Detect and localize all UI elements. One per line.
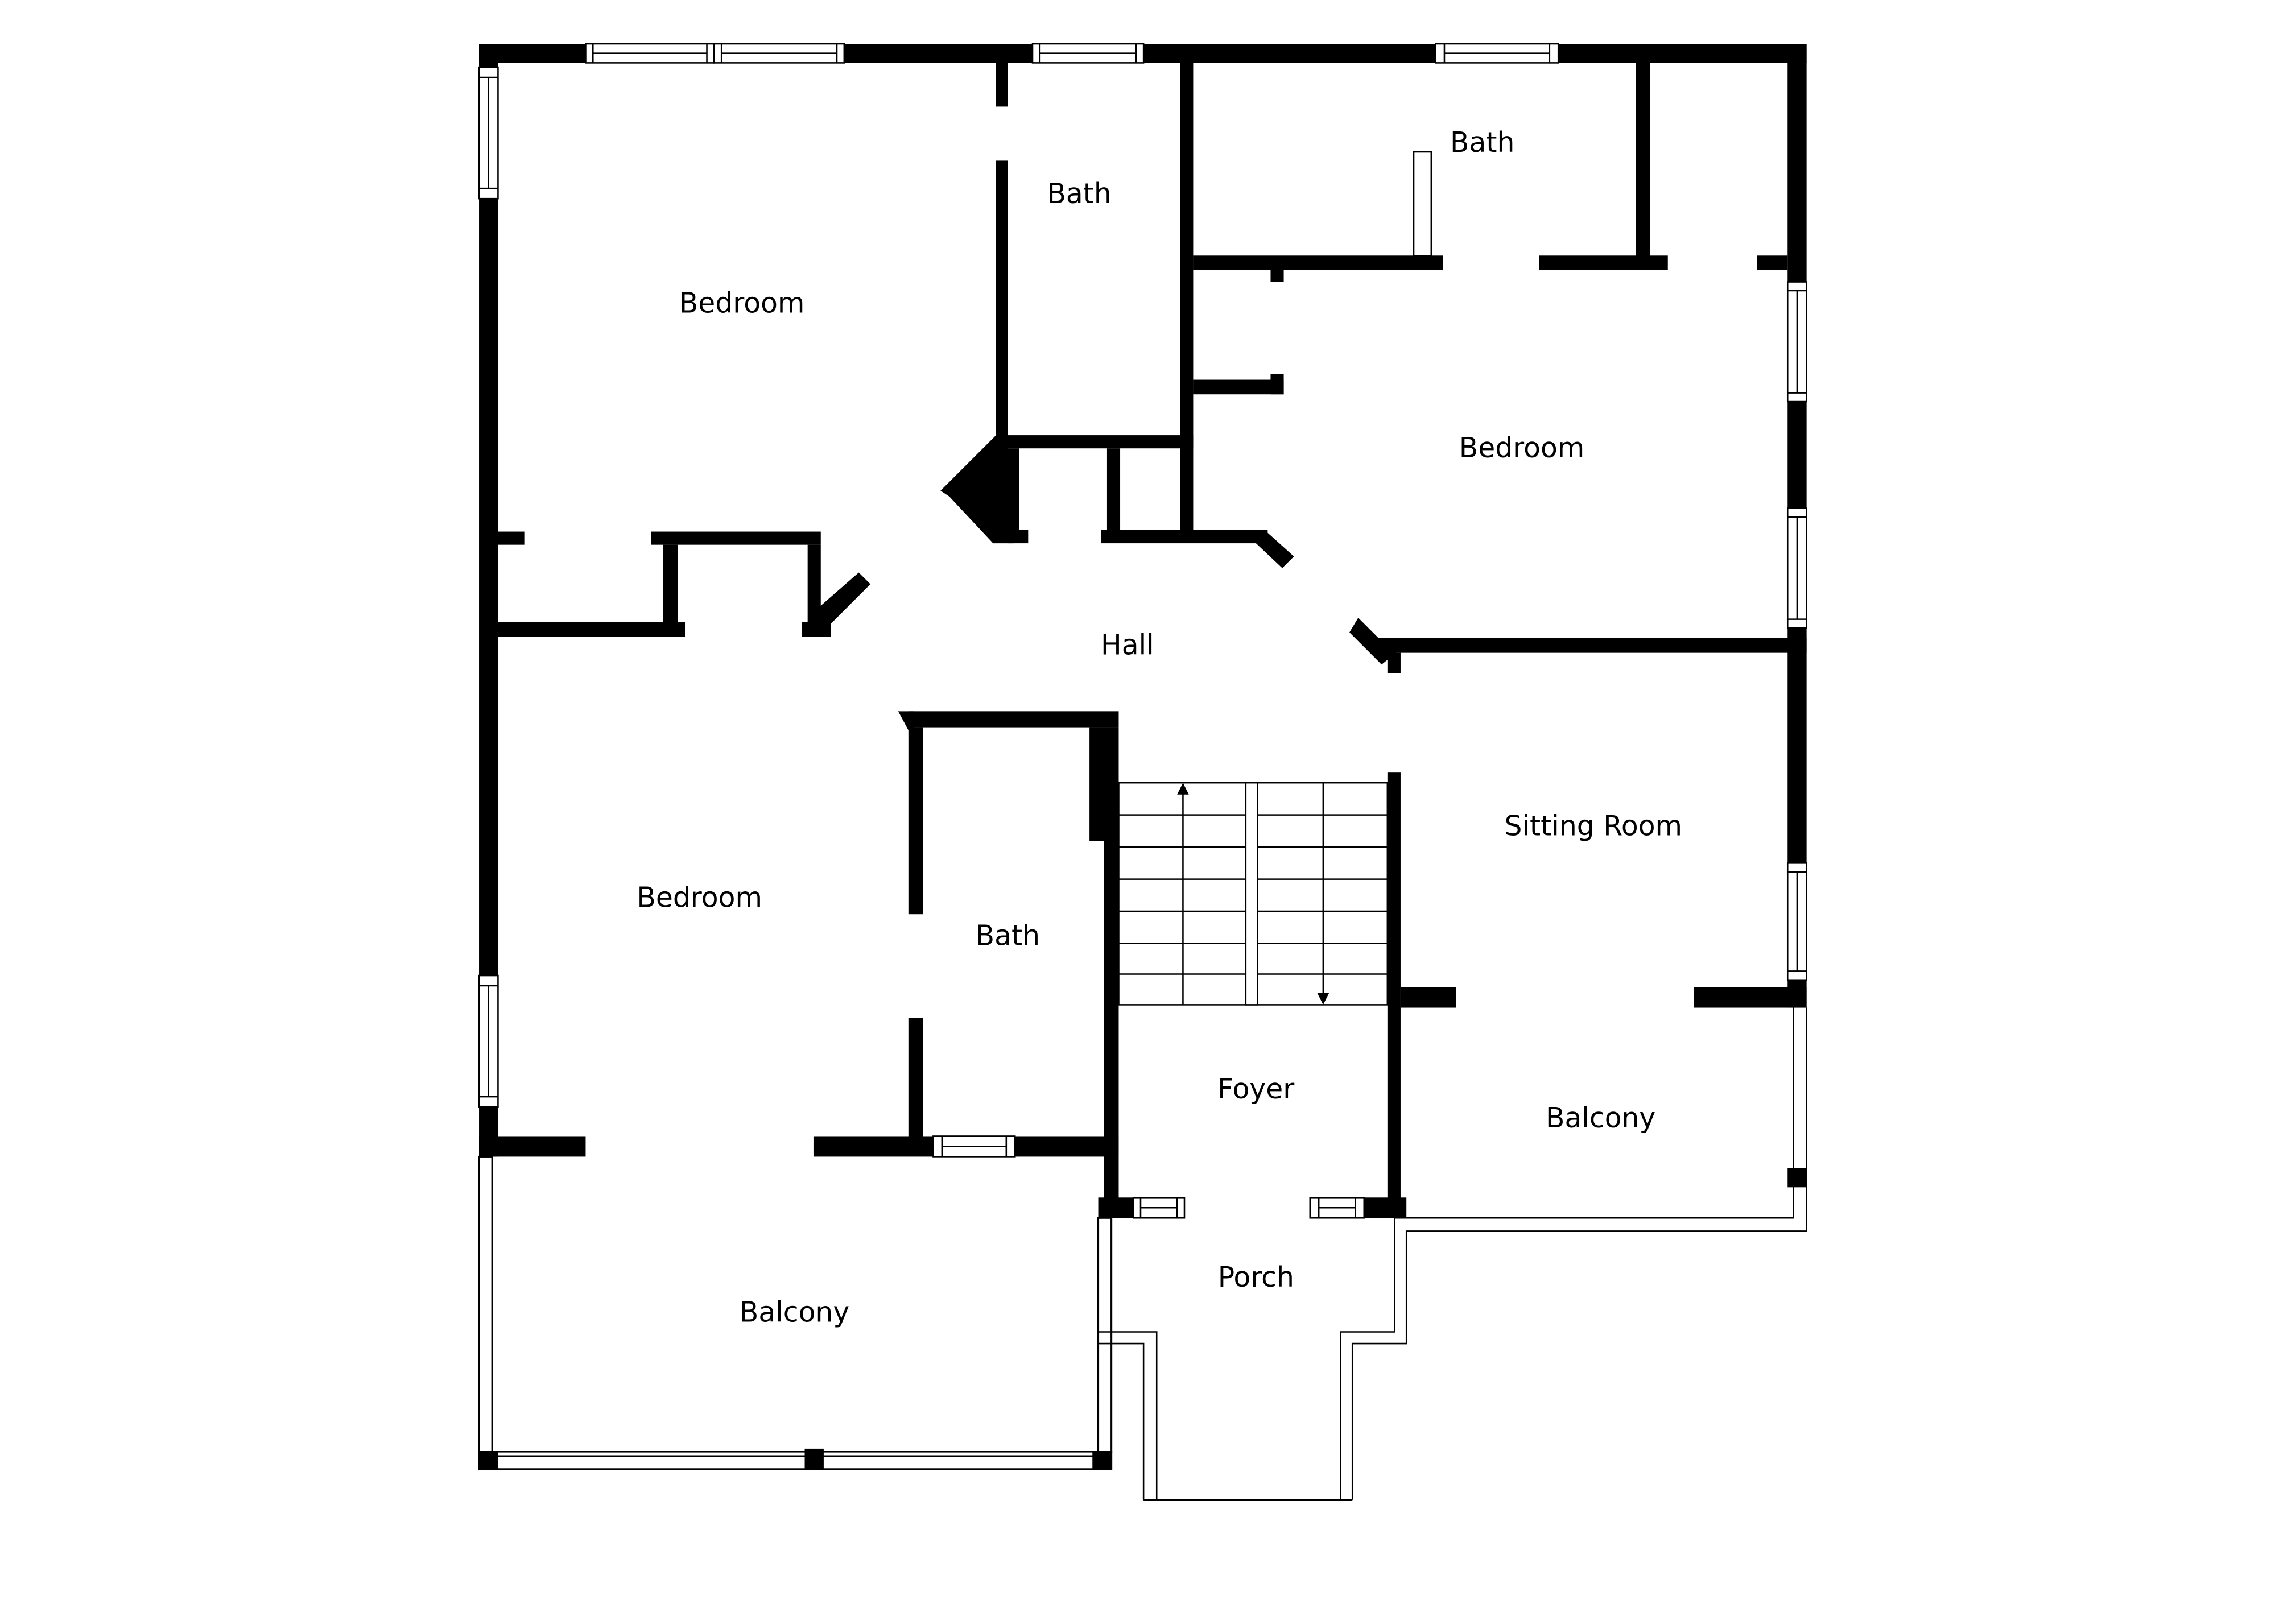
- room-label-bedroom-sw: Bedroom: [637, 882, 762, 914]
- arrow-down-icon: [1317, 993, 1329, 1005]
- room-label-hall: Hall: [1101, 629, 1154, 661]
- left-windows: [478, 66, 499, 1108]
- room-label-bedroom-nw: Bedroom: [679, 287, 805, 320]
- room-label-porch: Porch: [1218, 1261, 1294, 1294]
- room-label-sitting-room: Sitting Room: [1505, 810, 1683, 842]
- staircase: [1118, 782, 1389, 1006]
- outer-walls: [479, 44, 1807, 1157]
- room-label-bath-ne: Bath: [1450, 126, 1514, 159]
- room-labels: Bedroom Bath Bath Bedroom Hall Bedroom B…: [637, 126, 1682, 1329]
- room-label-balcony-sw: Balcony: [740, 1296, 849, 1329]
- porch-railing: [1097, 1007, 1807, 1501]
- arrow-up-icon: [1177, 783, 1189, 795]
- right-windows: [1786, 281, 1807, 981]
- top-windows: [585, 43, 1559, 64]
- room-label-bath-s: Bath: [976, 919, 1040, 952]
- room-label-bedroom-ne: Bedroom: [1459, 432, 1585, 464]
- balcony-sw-railing: [478, 1155, 1113, 1470]
- room-label-balcony-e: Balcony: [1546, 1102, 1655, 1134]
- interior-walls: [479, 63, 1807, 1218]
- interior-windows: [932, 1135, 1365, 1219]
- room-label-foyer: Foyer: [1217, 1073, 1295, 1105]
- room-label-bath-n-center: Bath: [1047, 177, 1111, 210]
